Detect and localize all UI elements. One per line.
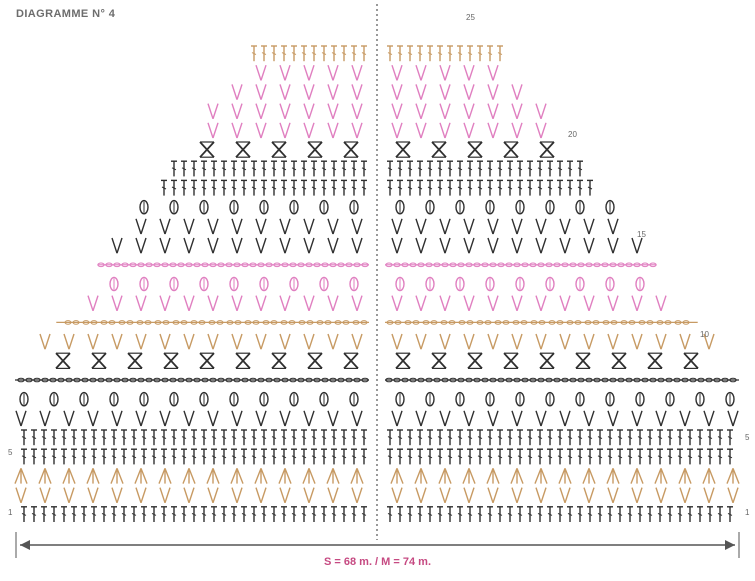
row-number-20: 20	[568, 130, 577, 139]
stitch-row-18	[161, 180, 593, 195]
row-number-1-right: 1	[745, 508, 749, 517]
stitch-row-6	[16, 411, 738, 426]
size-label: S = 68 m. / M = 74 m.	[0, 556, 755, 568]
arrow-left-icon	[20, 540, 30, 550]
stitch-row-16	[136, 219, 618, 234]
stitch-row-24	[256, 65, 498, 80]
arrow-right-icon	[725, 540, 735, 550]
row-number-15: 15	[637, 230, 646, 239]
stitch-row-12	[88, 296, 666, 311]
stitch-row-11	[56, 321, 697, 325]
row-number-25: 25	[466, 13, 475, 22]
stitch-row-10	[40, 334, 714, 349]
row-number-5-left: 5	[8, 448, 12, 457]
stitch-row-25	[251, 46, 503, 61]
stitch-row-4	[21, 449, 733, 464]
row-number-10: 10	[700, 330, 709, 339]
stitch-row-17	[140, 201, 614, 214]
row-number-5-right: 5	[745, 433, 749, 442]
stitch-row-23	[232, 84, 522, 99]
stitch-row-5	[21, 430, 733, 445]
row-number-1-left: 1	[8, 508, 12, 517]
